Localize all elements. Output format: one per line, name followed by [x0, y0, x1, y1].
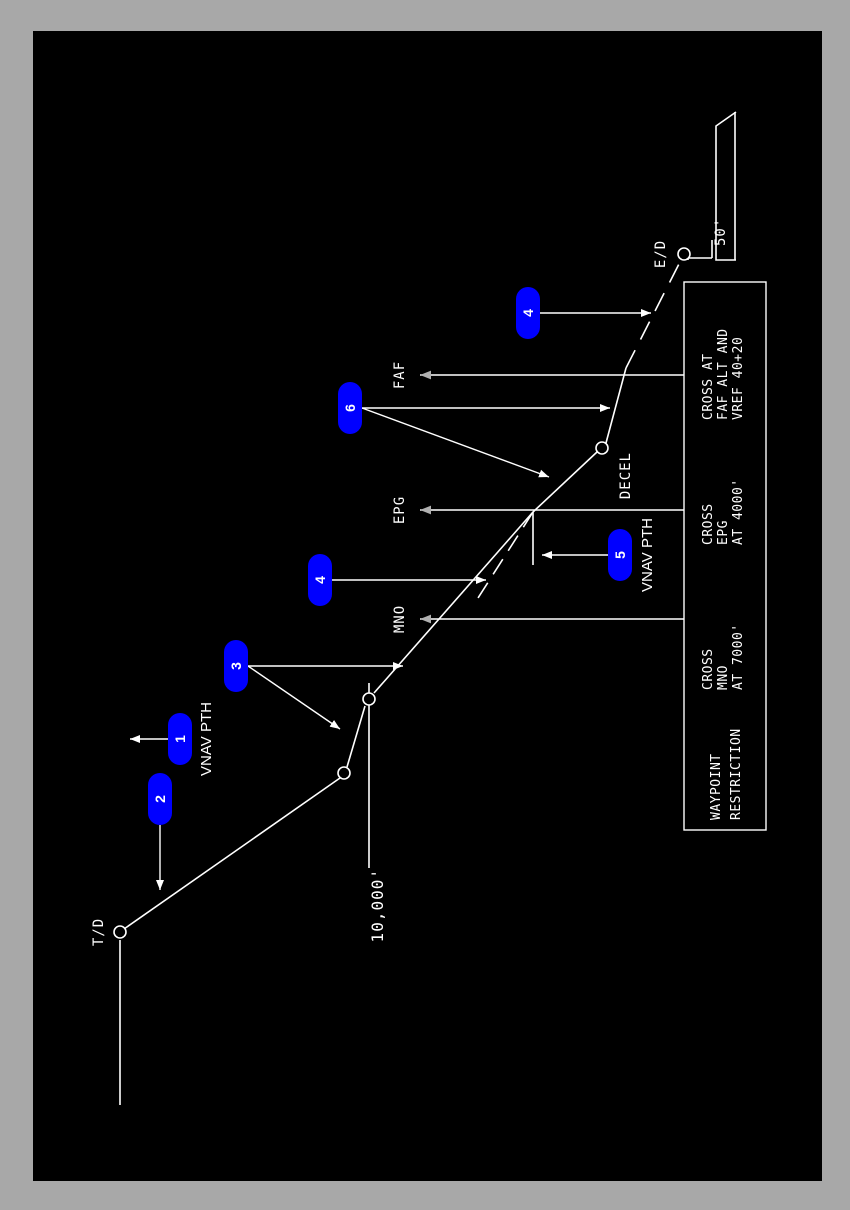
altitude-10000-circle [362, 692, 376, 706]
badge-2 [148, 773, 172, 825]
td-label: T/D [91, 918, 107, 946]
altitude-10000-label: 10,000' [368, 868, 387, 942]
altitude-50-label: 50' [713, 218, 729, 246]
td-waypoint-circle [113, 925, 127, 939]
dashed-path-upper [477, 511, 534, 599]
speed-transition-circle [337, 766, 351, 780]
badge-1-number: 1 [172, 735, 188, 743]
callout-3-arrow-b [247, 665, 341, 730]
badge-4a-number: 4 [312, 576, 328, 584]
mno-restriction-line2: MNO [716, 665, 731, 690]
box-header-line1: WAYPOINT [709, 753, 724, 820]
faf-restriction-line1: CROSS AT [701, 353, 716, 420]
badge-3-number: 3 [228, 662, 244, 670]
epg-restriction-line3: AT 4000' [731, 478, 746, 545]
faf-restriction-line2: FAF ALT AND [716, 328, 731, 420]
vnav-pth-label-1: VNAV PTH [198, 702, 215, 776]
faf-label: FAF [392, 361, 408, 389]
mno-restriction-line1: CROSS [701, 648, 716, 690]
box-header-line2: RESTRICTION [729, 728, 744, 820]
idle-descent-segment [123, 777, 341, 930]
waypoint-restriction-box [683, 281, 767, 831]
callout-6-arrow-b [361, 407, 550, 478]
mno-restriction-line3: AT 7000' [731, 623, 746, 690]
badge-3 [224, 640, 248, 692]
badge-6-number: 6 [342, 404, 358, 412]
decel-to-faf-segment [605, 367, 627, 444]
epg-restriction-line1: CROSS [701, 503, 716, 545]
vnav-pth-label-5: VNAV PTH [639, 518, 656, 592]
faf-restriction-line3: VREF 40+20 [731, 337, 746, 420]
dashed-path-lower [625, 259, 682, 369]
epg-to-decel-segment [532, 451, 598, 513]
decel-circle [595, 441, 609, 455]
badge-5-number: 5 [612, 551, 628, 559]
badge-4b [516, 287, 540, 339]
speed-limit-segment [346, 705, 366, 768]
mno-label: MNO [392, 605, 408, 633]
badge-2-number: 2 [152, 795, 168, 803]
diagram-background [33, 31, 822, 1181]
badge-4b-number: 4 [520, 309, 536, 317]
epg-label: EPG [392, 496, 408, 524]
runway [715, 111, 737, 261]
decel-label: DECEL [618, 452, 634, 499]
badge-1 [168, 713, 192, 765]
badge-5 [608, 529, 632, 581]
badge-6 [338, 382, 362, 434]
ed-label: E/D [653, 240, 669, 268]
epg-restriction-line2: EPG [716, 520, 731, 545]
ed-waypoint-circle [677, 247, 691, 261]
badge-4a [308, 554, 332, 606]
